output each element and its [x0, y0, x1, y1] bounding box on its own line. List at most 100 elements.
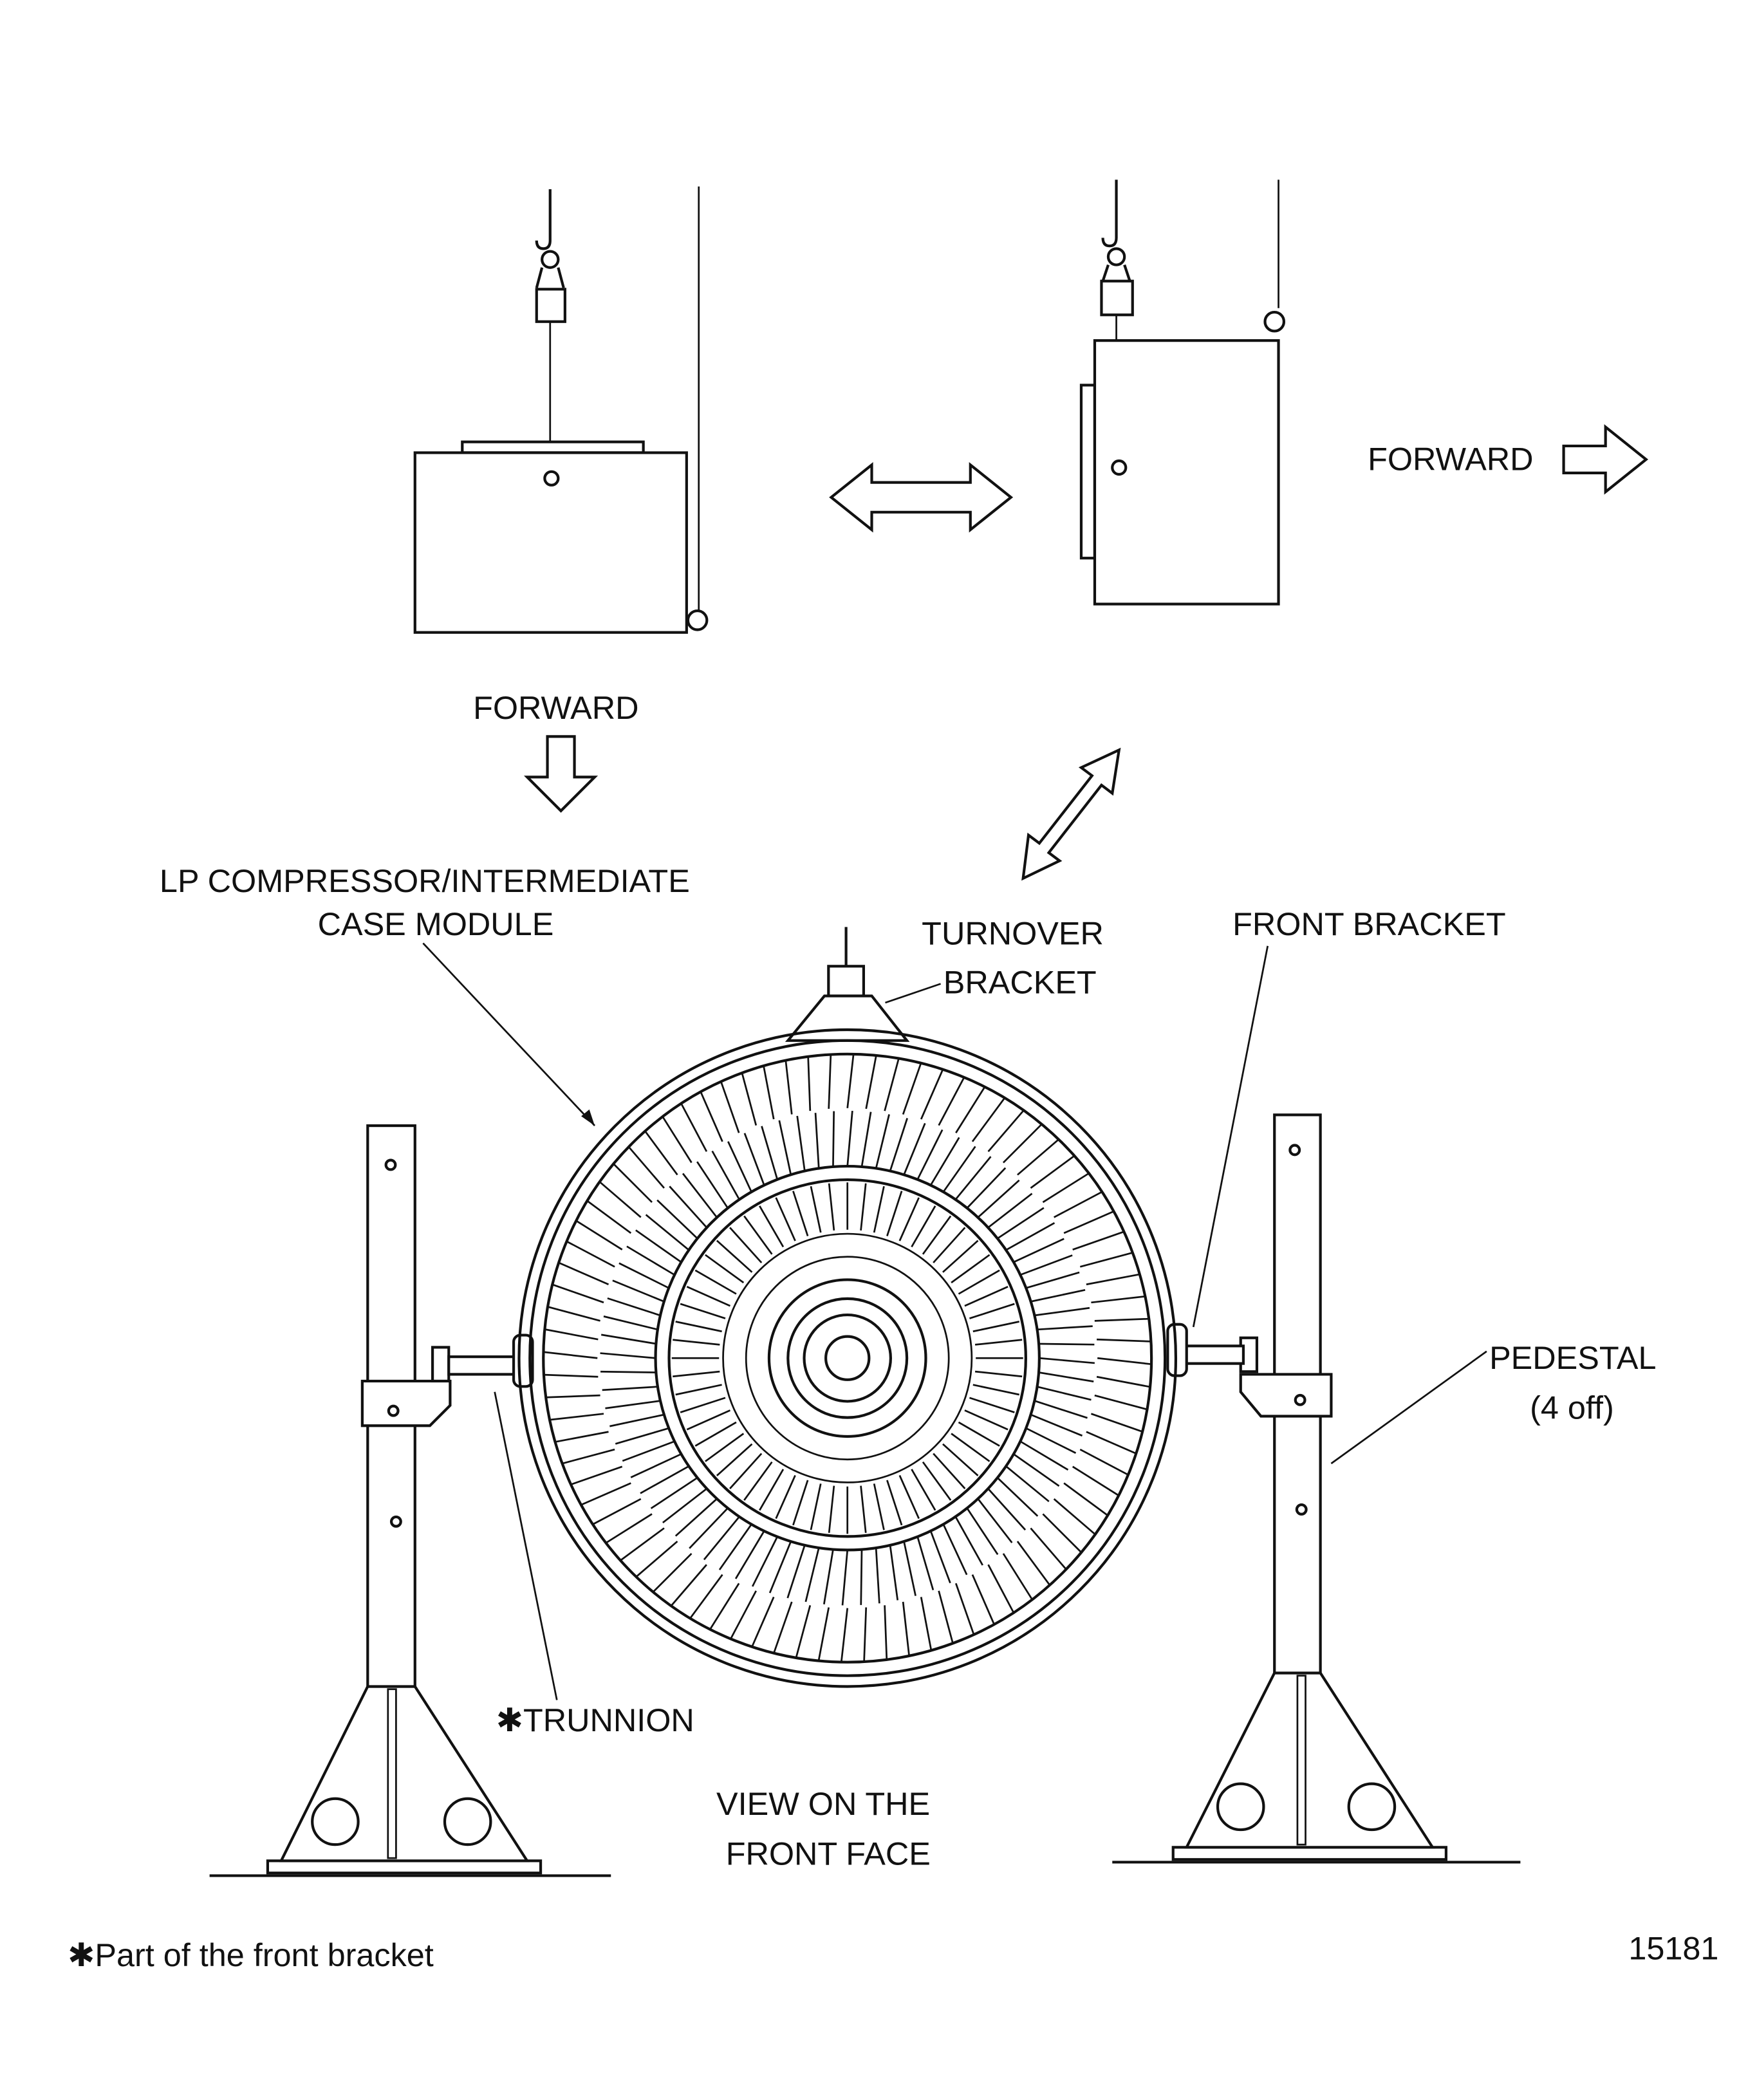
fan-blade: [650, 1477, 698, 1509]
hub-vane: [964, 1409, 1009, 1431]
hub-vane: [792, 1191, 809, 1236]
fan-blade: [1090, 1413, 1143, 1433]
figure-number: 15181: [1628, 1930, 1718, 1967]
hub-vane: [680, 1397, 726, 1413]
fan-blade: [971, 1574, 995, 1625]
fan-blade: [987, 1564, 1015, 1613]
hub-vane: [974, 1339, 1023, 1346]
hub-vane: [958, 1269, 1000, 1295]
fan-blade: [846, 1110, 853, 1167]
pedestal-label-1: PEDESTAL: [1489, 1339, 1656, 1376]
fan-blade: [997, 1207, 1045, 1240]
fan-blade: [1072, 1231, 1124, 1250]
fan-blade: [566, 1240, 615, 1268]
fan-blade: [1005, 1465, 1050, 1503]
hub-vane: [898, 1197, 920, 1241]
fan-blade: [778, 1120, 792, 1175]
fan-blade: [600, 1370, 656, 1373]
hub-vane: [911, 1469, 936, 1511]
fan-blade: [875, 1114, 890, 1169]
fan-blade: [674, 1498, 718, 1537]
fan-blade: [1034, 1306, 1090, 1317]
fan-blade: [751, 1596, 775, 1648]
fan-blade: [938, 1590, 954, 1644]
fan-blade: [884, 1058, 900, 1111]
fan-blade: [562, 1448, 615, 1465]
hub-vane: [716, 1240, 753, 1273]
fan-blade: [954, 1516, 983, 1566]
hub-vane: [675, 1321, 722, 1333]
fan-blade: [718, 1523, 752, 1570]
fan-blade: [628, 1146, 665, 1189]
fan-blade: [817, 1607, 830, 1661]
fan-blade: [865, 1055, 877, 1110]
fan-blade: [903, 1541, 916, 1596]
hub-vane: [810, 1185, 822, 1233]
fan-blade: [558, 1261, 609, 1285]
fan-blade: [966, 1507, 999, 1556]
hub-vane: [828, 1183, 835, 1231]
hub-vane: [828, 1485, 835, 1533]
fan-blade: [987, 1193, 1033, 1229]
hub-vane: [673, 1370, 720, 1378]
hub-vane: [933, 1453, 966, 1490]
fan-blade: [1091, 1295, 1146, 1304]
hub-vane: [686, 1409, 731, 1431]
fan-blade: [626, 1245, 675, 1276]
fan-blade: [1016, 1541, 1051, 1586]
fan-blade: [1094, 1317, 1149, 1322]
module-label-2: CASE MODULE: [318, 906, 554, 942]
fan-blade: [662, 1487, 707, 1523]
hub-vane: [716, 1443, 753, 1476]
fan-blade: [942, 1146, 976, 1193]
fan-blade: [763, 1065, 775, 1120]
hub-vane: [705, 1254, 745, 1284]
fan-blade: [546, 1394, 600, 1398]
fan-blade: [1030, 1289, 1086, 1303]
hub-vane: [759, 1205, 785, 1248]
fan-blade: [603, 1315, 658, 1331]
fan-blade: [662, 1116, 693, 1164]
hub-vane: [873, 1185, 885, 1233]
fan-blade: [1013, 1238, 1064, 1263]
hub-vane: [680, 1303, 726, 1319]
fan-blade: [612, 1279, 665, 1303]
pedestal-left: [209, 1124, 611, 1877]
forward-label-right: FORWARD: [1368, 441, 1533, 478]
fan-blade: [860, 1549, 863, 1605]
fan-blade: [689, 1507, 729, 1549]
fan-blade: [1097, 1338, 1151, 1343]
fan-blade: [823, 1549, 834, 1604]
fan-blade: [1034, 1400, 1088, 1419]
forward-arrow-right-icon: [1562, 424, 1649, 495]
fan-blade: [751, 1536, 778, 1587]
hub-vane: [729, 1453, 763, 1490]
hub-vane: [898, 1474, 920, 1519]
fan-blade: [786, 1545, 806, 1599]
fan-blade: [929, 1137, 960, 1186]
fan-blade: [929, 1530, 951, 1584]
fan-blade: [1019, 1440, 1069, 1471]
hub-vane: [951, 1433, 990, 1462]
fan-blade: [600, 1333, 656, 1345]
fan-blade: [1038, 1371, 1094, 1382]
fan-blade: [602, 1386, 658, 1391]
fan-blade: [586, 1200, 632, 1234]
fan-blade: [1054, 1191, 1102, 1218]
hub-vane: [729, 1227, 763, 1263]
hoisted-module-horizontal: [413, 186, 709, 634]
fan-blade: [1017, 1138, 1059, 1176]
fan-blade: [942, 1523, 968, 1575]
fan-blade: [841, 1550, 849, 1606]
fan-blade: [1042, 1513, 1083, 1554]
hub-vane: [972, 1321, 1019, 1333]
fan-blade: [1039, 1357, 1095, 1364]
fan-blade: [1063, 1482, 1108, 1516]
fan-blade: [1025, 1271, 1080, 1289]
fan-blade: [1094, 1394, 1148, 1411]
fan-blade: [543, 1373, 599, 1378]
fan-blade: [987, 1488, 1027, 1531]
fan-blade: [875, 1547, 880, 1604]
hub-vane: [886, 1191, 903, 1236]
